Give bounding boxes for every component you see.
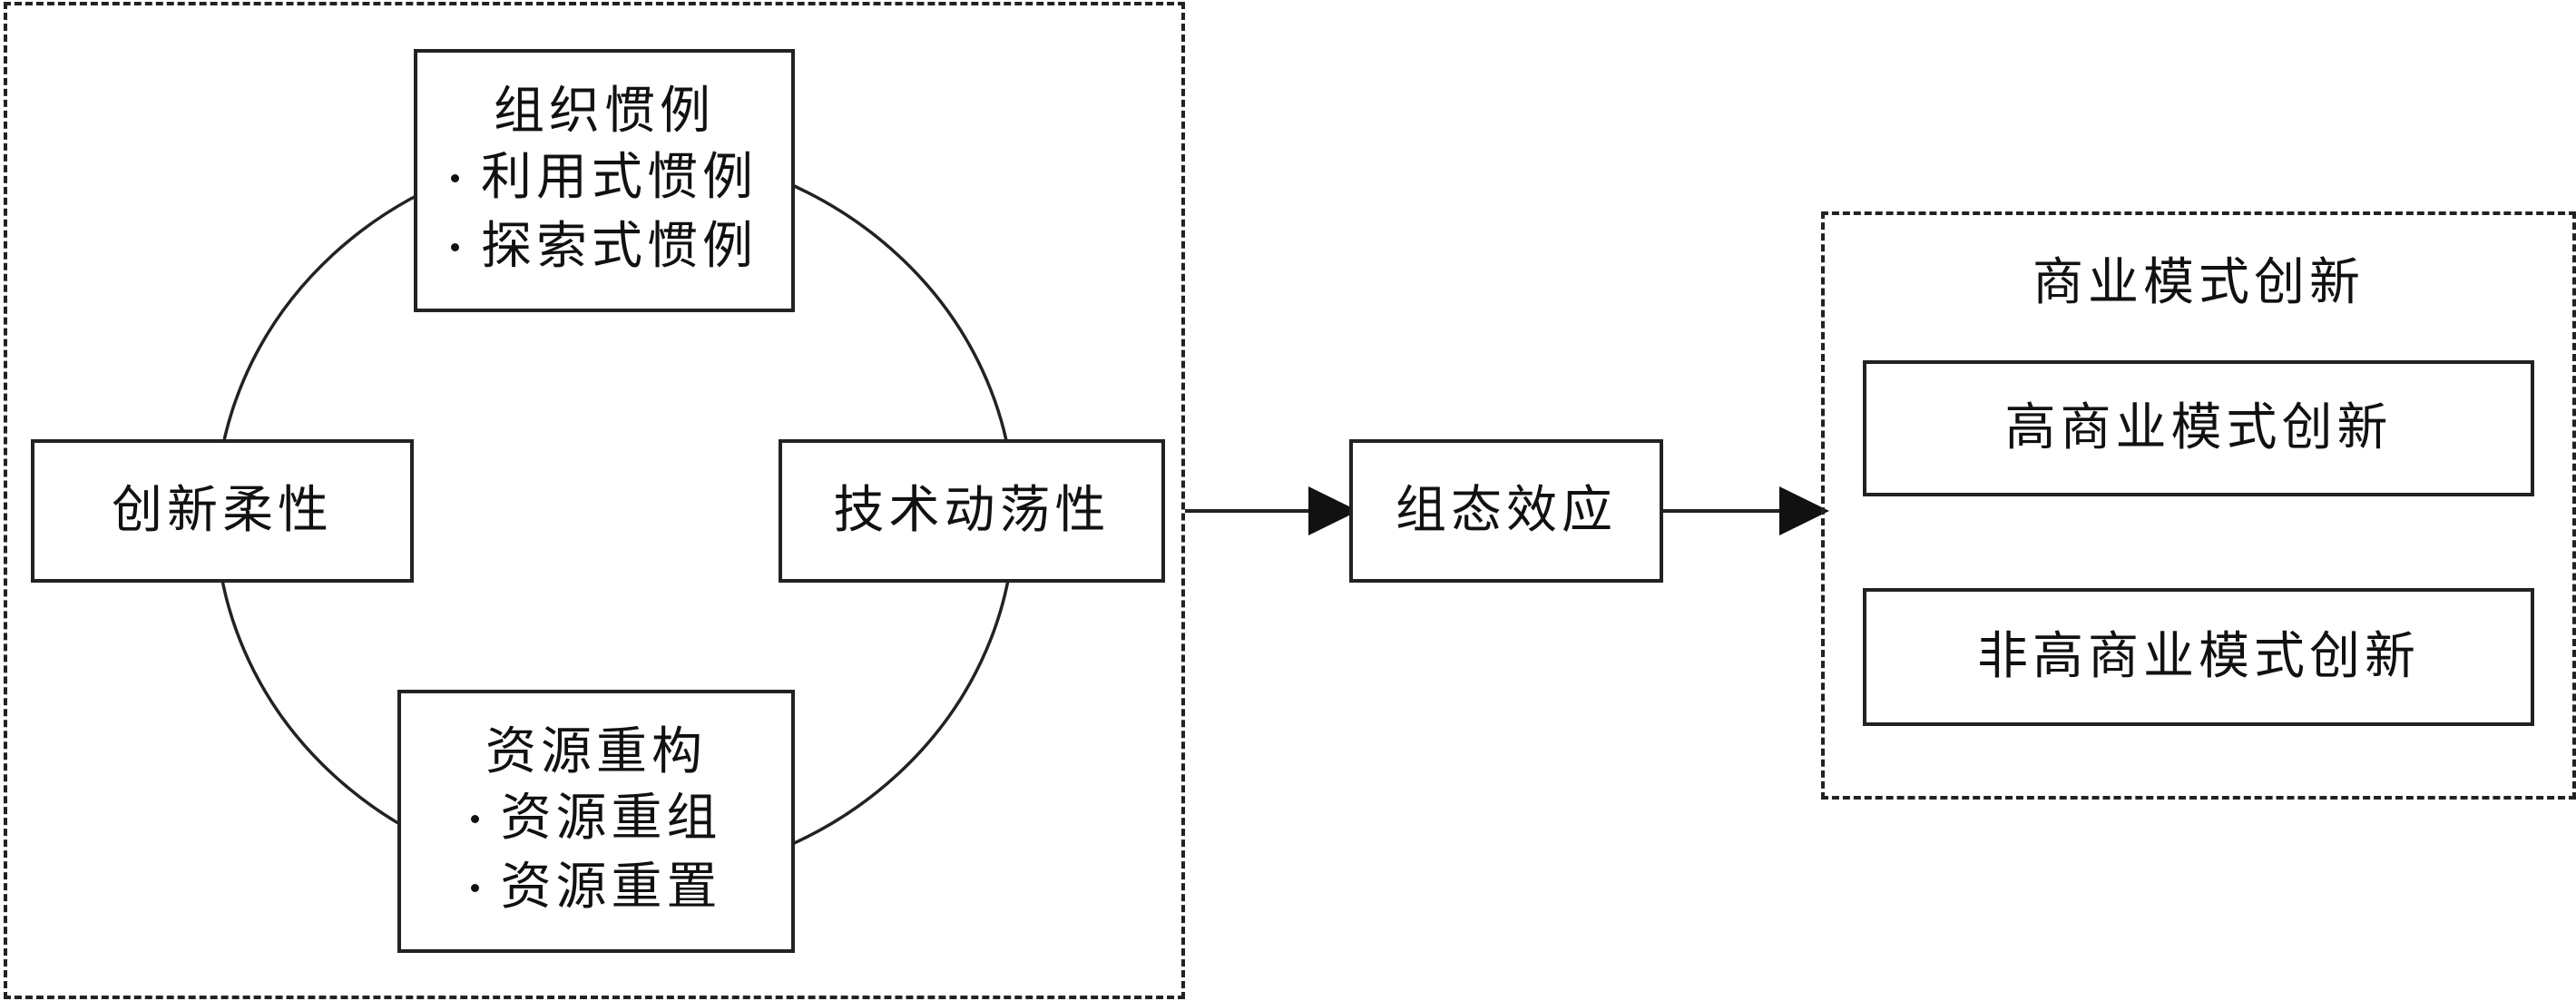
- tech-turbulence-title: 技术动荡性: [833, 481, 1111, 540]
- resource-reconfig-title: 资源重构: [485, 722, 707, 781]
- bmi-group: [1821, 211, 2576, 800]
- list-item-label: 利用式惯例: [481, 148, 758, 207]
- bullet-icon: [451, 242, 459, 251]
- list-item-label: 资源重置: [500, 858, 722, 917]
- list-item: 利用式惯例: [451, 143, 758, 212]
- config-effect-box: 组态效应: [1349, 439, 1663, 583]
- high-bmi-label: 高商业模式创新: [2004, 398, 2393, 457]
- innovation-flexibility-box: 创新柔性: [31, 439, 414, 583]
- arrowhead-to-config: [1308, 486, 1358, 535]
- bullet-icon: [451, 173, 459, 182]
- list-item: 探索式惯例: [451, 212, 758, 281]
- bullet-icon: [470, 883, 479, 892]
- non-high-bmi-box: 非高商业模式创新: [1863, 588, 2534, 726]
- org-routines-list: 利用式惯例 探索式惯例: [451, 143, 758, 281]
- non-high-bmi-label: 非高商业模式创新: [1977, 627, 2420, 686]
- config-effect-title: 组态效应: [1396, 481, 1617, 540]
- high-bmi-box: 高商业模式创新: [1863, 360, 2534, 496]
- list-item: 资源重组: [470, 784, 722, 853]
- list-item-label: 资源重组: [500, 789, 722, 848]
- list-item: 资源重置: [470, 853, 722, 922]
- list-item-label: 探索式惯例: [481, 217, 758, 276]
- left-factor-group: [4, 2, 1185, 999]
- tech-turbulence-box: 技术动荡性: [779, 439, 1165, 583]
- bullet-icon: [470, 814, 479, 823]
- arrowhead-to-bmi: [1779, 486, 1829, 535]
- org-routines-title: 组织惯例: [494, 82, 715, 141]
- org-routines-box: 组织惯例 利用式惯例 探索式惯例: [414, 49, 795, 312]
- resource-reconfig-list: 资源重组 资源重置: [470, 784, 722, 922]
- resource-reconfig-box: 资源重构 资源重组 资源重置: [397, 690, 795, 953]
- bmi-group-title: 商业模式创新: [2032, 253, 2365, 312]
- innovation-flexibility-title: 创新柔性: [112, 481, 333, 540]
